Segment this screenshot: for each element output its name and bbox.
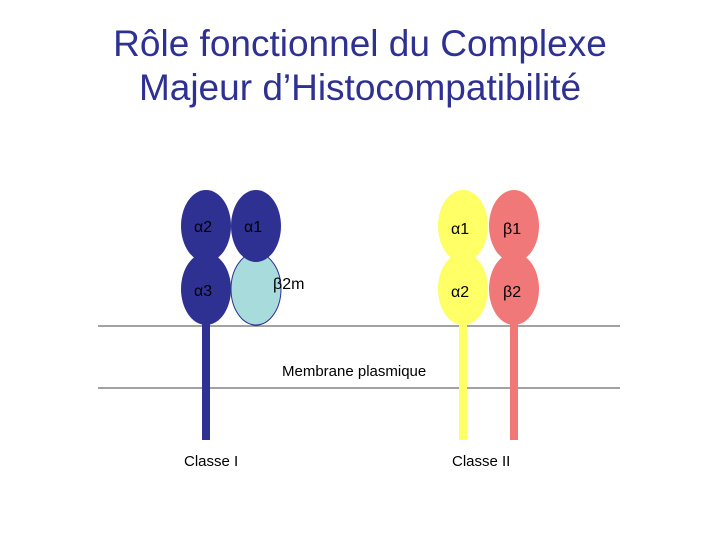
class-i-alpha-tail: [202, 315, 210, 440]
class-i-alpha1-label: α1: [244, 219, 262, 236]
class-ii-beta1-label: β1: [503, 221, 521, 238]
class-i-alpha3-label: α3: [194, 283, 212, 300]
class-ii-alpha2-label: α2: [451, 284, 469, 301]
class-i-alpha2-label: α2: [194, 219, 212, 236]
class-i-beta2m-label: β2m: [273, 276, 304, 293]
class-i-caption: Classe I: [184, 453, 238, 470]
class-ii-beta2-label: β2: [503, 284, 521, 301]
class-ii-beta-tail: [510, 315, 518, 440]
class-ii-alpha1-label: α1: [451, 221, 469, 238]
class-ii-caption: Classe II: [452, 453, 510, 470]
membrane-label: Membrane plasmique: [282, 363, 426, 380]
class-ii-alpha-tail: [459, 315, 467, 440]
